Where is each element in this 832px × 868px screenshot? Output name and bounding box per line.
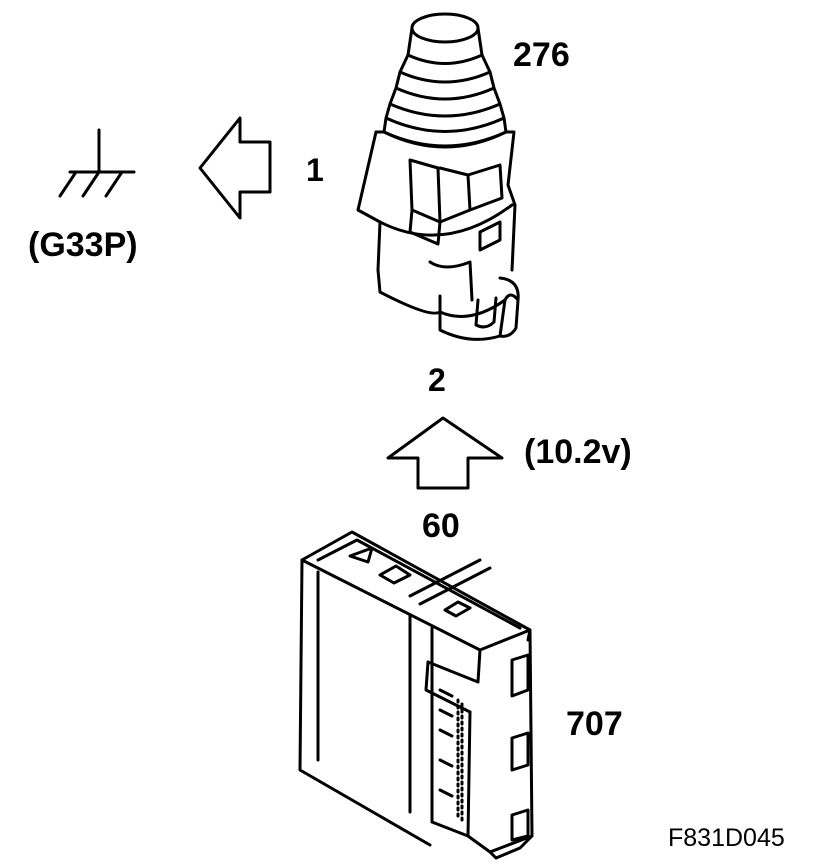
ecu-pin-label: 60 (422, 507, 460, 545)
up-arrow-icon (386, 416, 504, 490)
voltage-label: (10.2v) (524, 433, 632, 471)
sensor-276-drawing (356, 12, 520, 341)
figure-id-label: F831D045 (668, 824, 785, 852)
ecu-ref-label: 707 (566, 705, 623, 743)
pin-signal-label: 2 (428, 362, 446, 398)
sensor-ref-label: 276 (513, 36, 570, 74)
ground-ref-label: (G33P) (28, 226, 138, 264)
ground-symbol-icon (58, 128, 136, 198)
ecu-707-drawing (298, 530, 534, 860)
left-arrow-icon (198, 116, 272, 220)
pin-ground-label: 1 (306, 152, 324, 188)
